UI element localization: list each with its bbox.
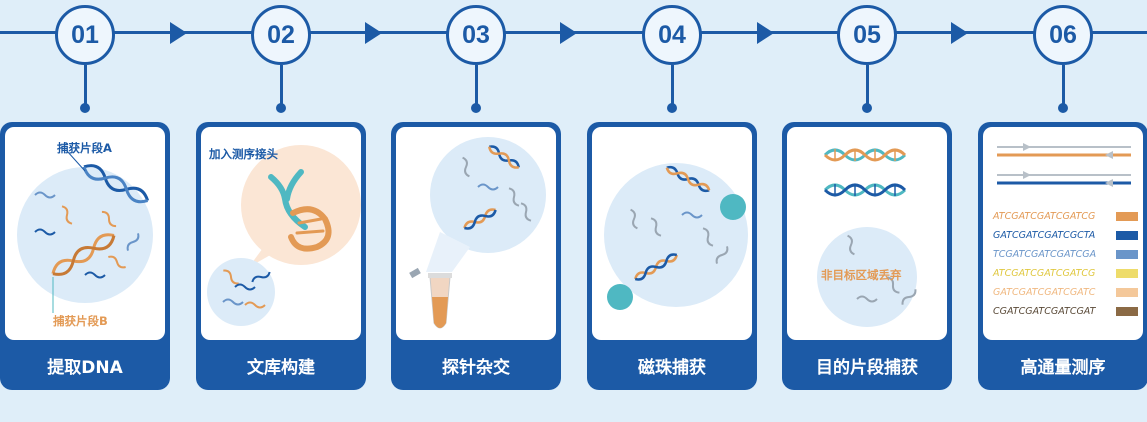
- card-illustration: ATCGATCGATCGATCG GATCGATCGATCGCTA TCGATC…: [983, 127, 1143, 340]
- step-number-01: 01: [55, 5, 115, 65]
- sequence-text: ATCGATCGATCGATCG: [993, 211, 1096, 222]
- bead-icon: [720, 194, 746, 220]
- dna-helix-icon: [823, 183, 907, 197]
- sequence-list: ATCGATCGATCGATCG GATCGATCGATCGCTA TCGATC…: [993, 207, 1138, 321]
- sequence-swatch: [1116, 231, 1138, 240]
- connector-dot: [667, 103, 677, 113]
- card-illustration: [396, 127, 556, 340]
- annotation-adapter: 加入测序接头: [209, 147, 278, 161]
- sequence-row: TCGATCGATCGATCGA: [993, 245, 1138, 264]
- fragment-icon: [462, 156, 532, 222]
- sequence-row: CGATCGATCGATCGAT: [993, 302, 1138, 321]
- step-label: 探针杂交: [442, 357, 510, 378]
- sequence-swatch: [1116, 307, 1138, 316]
- step-card-06: ATCGATCGATCGATCG GATCGATCGATCGCTA TCGATC…: [978, 122, 1147, 390]
- card-illustration: [592, 127, 752, 340]
- sequence-row: GATCGATCGATCGCTA: [993, 226, 1138, 245]
- step-label: 高通量测序: [1020, 357, 1106, 378]
- sequence-swatch: [1116, 212, 1138, 221]
- step-label: 提取DNA: [47, 357, 123, 378]
- card-illustration: 捕获片段A 捕获片段B: [5, 127, 165, 340]
- connector-dot: [80, 103, 90, 113]
- dna-helix-icon: [268, 169, 332, 252]
- connector-line: [671, 65, 674, 109]
- sequence-row: GATCGATCGATCGATC: [993, 283, 1138, 302]
- step-card-03: 探针杂交: [391, 122, 561, 390]
- fragment-icon: [34, 191, 140, 279]
- arrow-right-icon: [365, 22, 382, 44]
- dna-helix-icon: [634, 165, 711, 281]
- connector-dot: [471, 103, 481, 113]
- read-line-icon: [997, 171, 1131, 187]
- sequence-row: ATCGATCGATCGATCG: [993, 207, 1138, 226]
- step-card-05: 非目标区域丢弃 目的片段捕获: [782, 122, 952, 390]
- tube-icon: [409, 267, 452, 329]
- sequence-text: GATCGATCGATCGCTA: [993, 230, 1096, 241]
- connector-line: [84, 65, 87, 109]
- card-illustration: 加入测序接头: [201, 127, 361, 340]
- bead-icon: [607, 284, 633, 310]
- fragment-icon: [847, 234, 917, 305]
- step-label: 文库构建: [247, 357, 315, 378]
- dna-helix-icon: [463, 145, 520, 230]
- connector-line: [475, 65, 478, 109]
- arrow-right-icon: [757, 22, 774, 44]
- connector-line: [866, 65, 869, 109]
- step-number-06: 06: [1033, 5, 1093, 65]
- connector-dot: [862, 103, 872, 113]
- connector-dot: [276, 103, 286, 113]
- dna-helix-icon: [823, 148, 907, 162]
- sequence-text: TCGATCGATCGATCGA: [993, 249, 1097, 260]
- connector-line: [280, 65, 283, 109]
- sequence-row: ATCGATCGATCGATCG: [993, 264, 1138, 283]
- arrow-right-icon: [560, 22, 577, 44]
- sequence-text: ATCGATCGATCGATCG: [993, 268, 1096, 279]
- arrow-right-icon: [170, 22, 187, 44]
- sequence-swatch: [1116, 269, 1138, 278]
- arrow-right-icon: [951, 22, 968, 44]
- read-line-icon: [997, 143, 1131, 159]
- sequence-swatch: [1116, 250, 1138, 259]
- sequence-text: GATCGATCGATCGATC: [993, 287, 1096, 298]
- connector-dot: [1058, 103, 1068, 113]
- step-card-01: 捕获片段A 捕获片段B 提取DNA: [0, 122, 170, 390]
- step-number-04: 04: [642, 5, 702, 65]
- step-label: 磁珠捕获: [638, 357, 706, 378]
- annotation-discard: 非目标区域丢弃: [821, 268, 902, 282]
- fragment-icon: [630, 208, 729, 264]
- dna-helix-icon: [51, 233, 116, 276]
- step-label: 目的片段捕获: [816, 357, 918, 378]
- step-number-02: 02: [251, 5, 311, 65]
- sequence-text: CGATCGATCGATCGAT: [993, 306, 1096, 317]
- dna-helix-icon: [82, 164, 150, 204]
- connector-line: [1062, 65, 1065, 109]
- step-number-05: 05: [837, 5, 897, 65]
- annotation-fragment-a: 捕获片段A: [57, 141, 112, 155]
- annotation-fragment-b: 捕获片段B: [53, 314, 108, 328]
- step-card-04: 磁珠捕获: [587, 122, 757, 390]
- sequence-swatch: [1116, 288, 1138, 297]
- step-number-03: 03: [446, 5, 506, 65]
- card-illustration: 非目标区域丢弃: [787, 127, 947, 340]
- fragment-icon: [222, 269, 271, 309]
- step-card-02: 加入测序接头 文库构建: [196, 122, 366, 390]
